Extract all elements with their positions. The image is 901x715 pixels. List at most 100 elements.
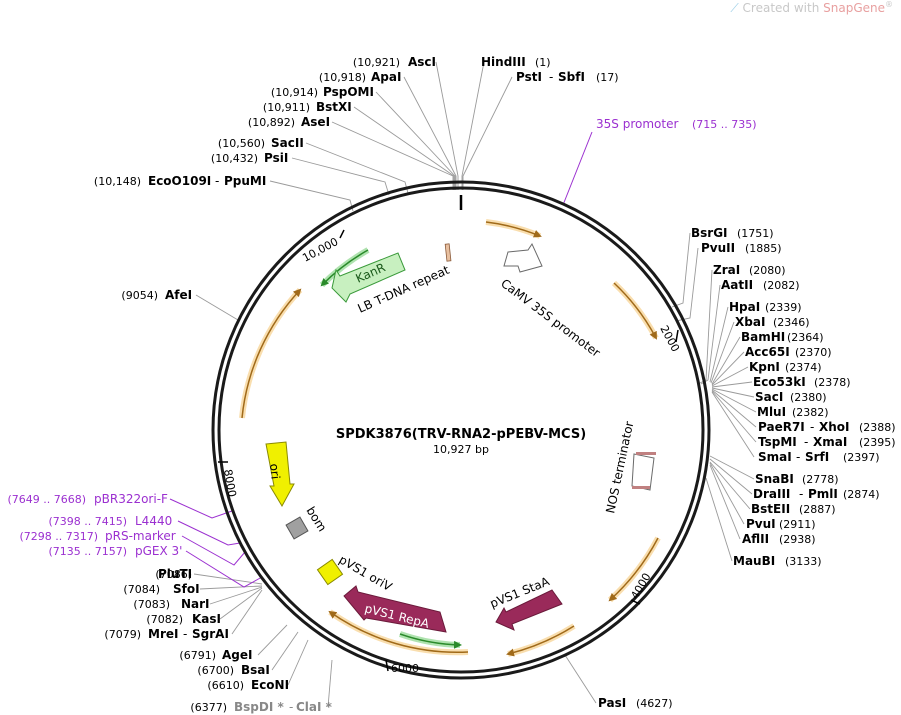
site-mlui-pos: (2382) — [792, 406, 829, 419]
site-tspmi-dash: - — [804, 435, 808, 449]
watermark-prefix: Created with — [742, 1, 824, 15]
site-econi-name: EcoNI — [251, 678, 289, 692]
site-xbai-pos: (2346) — [773, 316, 810, 329]
site-bspdi-pos: (6377) — [190, 701, 227, 714]
site-draiii-name: DraIII — [753, 487, 790, 501]
site-asci-name: AscI — [408, 55, 436, 69]
pvs1-oriv-feature — [316, 558, 344, 586]
site-sacii-pos: (10,560) — [218, 137, 265, 150]
site-maubi-name: MauBI — [733, 554, 775, 568]
site-snabi-name: SnaBI — [755, 472, 794, 486]
site-kpni-pos: (2374) — [785, 361, 822, 374]
primer-labels: 35S promoter (715 .. 735) (7649 .. 7668)… — [7, 117, 756, 558]
watermark-reg: ® — [885, 0, 893, 9]
pvs1-staa-feature — [495, 589, 563, 631]
site-asei-name: AseI — [301, 115, 330, 129]
site-afei-pos: (9054) — [121, 289, 158, 302]
orf-2-glow — [611, 280, 659, 340]
site-xhoi-name: XhoI — [819, 420, 850, 434]
tick-10000-label: 10,000 — [300, 235, 340, 265]
ori-feature — [265, 441, 295, 508]
primer-pbr322-range: (7649 .. 7668) — [7, 493, 86, 506]
site-saci-pos: (2380) — [790, 391, 827, 404]
site-sgrai-name: SgrAI — [192, 627, 229, 641]
site-smai-dash: - — [796, 450, 800, 464]
kanr-feature — [331, 252, 406, 303]
primer-pbr322-name: pBR322ori-F — [94, 492, 168, 506]
nos-cap-top — [636, 452, 656, 455]
site-bsteii-pos: (2887) — [799, 503, 836, 516]
site-zrai-name: ZraI — [713, 263, 740, 277]
tick-2000-label: 2000 — [657, 323, 682, 354]
orf-arrows — [239, 219, 661, 657]
site-econi-pos: (6610) — [207, 679, 244, 692]
site-agei-name: AgeI — [222, 648, 252, 662]
site-srfi-name: SrfI — [805, 450, 829, 464]
lb-feature — [444, 243, 452, 262]
green-orf-top — [320, 249, 369, 287]
site-pasi-name: PasI — [598, 696, 626, 710]
pvs1-repa-feature — [343, 585, 447, 633]
site-pvui-name: PvuI — [746, 517, 776, 531]
site-bsai-name: BsaI — [241, 663, 270, 677]
site-psti-pos: (17) — [596, 71, 619, 84]
site-maubi-pos: (3133) — [785, 555, 822, 568]
sites-right: HindIII (1) PstI - SbfI (17) BsrGI (1751… — [481, 55, 896, 710]
tick-4000-mark — [630, 599, 641, 605]
site-mrei-name: MreI — [148, 627, 178, 641]
site-bsrgi-name: BsrGI — [691, 226, 728, 240]
site-paer7i-dash: - — [810, 420, 814, 434]
site-bsteii-name: BstEII — [751, 502, 790, 516]
orf-4 — [506, 625, 575, 657]
site-ecoo109i-pos: (10,148) — [94, 175, 141, 188]
site-tspmi-name: TspMI — [758, 435, 797, 449]
site-bamhi-name: BamHI — [741, 330, 785, 344]
site-bstxi-pos: (10,911) — [263, 101, 310, 114]
tick-2000-mark — [675, 329, 679, 343]
plasmid-name: SPDK3876(TRV-RNA2-pPEBV-MCS) — [336, 427, 586, 442]
site-draiii-pos: (2874) — [843, 488, 880, 501]
site-psii-name: PsiI — [264, 151, 288, 165]
site-kpni-name: KpnI — [749, 360, 780, 374]
nos-label: NOS terminator — [603, 420, 636, 515]
primer-prs-name: pRS-marker — [105, 529, 176, 543]
site-hpai-pos: (2339) — [765, 301, 802, 314]
nos-cap-bottom — [632, 486, 650, 489]
primer-leaders — [169, 131, 593, 588]
site-pasi-pos: (4627) — [636, 697, 673, 710]
site-pluti-name: PluTI — [158, 567, 192, 581]
site-pspomi-pos: (10,914) — [271, 86, 318, 99]
site-ecoo109i-name: EcoO109I — [148, 174, 211, 188]
primer-pgex-range: (7135 .. 7157) — [48, 545, 127, 558]
nos-box — [631, 453, 655, 491]
site-pvuii-pos: (1885) — [745, 242, 782, 255]
tick-8000-label: 8000 — [221, 468, 239, 498]
site-eco53ki-pos: (2378) — [814, 376, 851, 389]
site-psii-pos: (10,432) — [211, 152, 258, 165]
orf-6 — [241, 288, 302, 419]
site-smai-pos: (2397) — [843, 451, 880, 464]
site-sfoi-pos: (7084) — [123, 583, 160, 596]
site-bsrgi-pos: (1751) — [737, 227, 774, 240]
site-aflii-pos: (2938) — [779, 533, 816, 546]
site-agei-pos: (6791) — [179, 649, 216, 662]
site-hindiii-pos: (1) — [535, 56, 551, 69]
site-hindiii-name: HindIII — [481, 55, 526, 69]
camv-feature — [503, 242, 543, 273]
plasmid-length: 10,927 bp — [433, 443, 489, 456]
site-asei-pos: (10,892) — [248, 116, 295, 129]
site-apai-name: ApaI — [371, 70, 401, 84]
watermark-brand: SnapGene — [823, 1, 885, 15]
primer-l4440-range: (7398 .. 7415) — [48, 515, 127, 528]
site-mrei-pos: (7079) — [104, 628, 141, 641]
site-zrai-pos: (2080) — [749, 264, 786, 277]
site-ppumi-name: PpuMI — [224, 174, 266, 188]
site-sacii-name: SacII — [271, 136, 304, 150]
site-xmai-name: XmaI — [813, 435, 847, 449]
primer-l4440-name: L4440 — [135, 514, 172, 528]
tick-6000-label: 6000 — [391, 662, 419, 675]
bom-feature — [285, 516, 309, 540]
site-psti-dash: - — [549, 70, 553, 84]
orf-3 — [608, 537, 659, 602]
